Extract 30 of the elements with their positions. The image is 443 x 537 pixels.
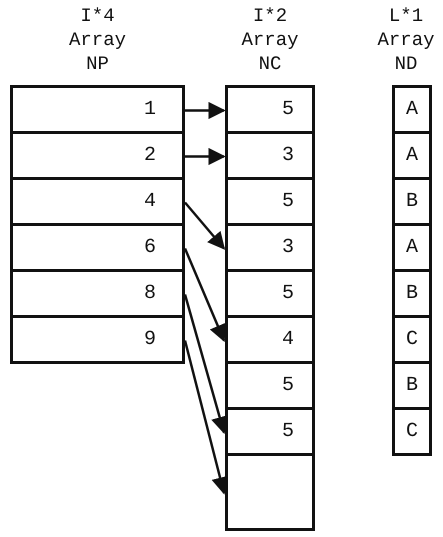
- arrow: [184, 248, 226, 342]
- array-cell: 4: [225, 315, 315, 364]
- array-heading: I*2 Array NC: [240, 4, 300, 76]
- arrow: [185, 148, 226, 166]
- array-cell: B: [392, 177, 432, 226]
- array-cell: 9: [10, 315, 185, 364]
- array-heading: I*4 Array NP: [68, 4, 127, 76]
- array-cell: 8: [10, 269, 185, 318]
- array-cell: B: [392, 269, 432, 318]
- array-cell: C: [392, 407, 432, 456]
- arrow: [185, 102, 226, 120]
- array-cell: 5: [225, 407, 315, 456]
- array-cell: 5: [225, 177, 315, 226]
- array-cell: B: [392, 361, 432, 410]
- array-cell: 4: [10, 177, 185, 226]
- array-cell: A: [392, 85, 432, 134]
- array-cell: 1: [10, 85, 185, 134]
- array-cell: 5: [225, 361, 315, 410]
- arrow: [184, 202, 226, 250]
- array-cell: 3: [225, 223, 315, 272]
- array-cell: 2: [10, 131, 185, 180]
- array-cell: 5: [225, 85, 315, 134]
- array-cell: 3: [225, 131, 315, 180]
- array-cell: 5: [225, 269, 315, 318]
- array-cell: A: [392, 131, 432, 180]
- array-cell: [225, 453, 315, 531]
- array-cell: C: [392, 315, 432, 364]
- array-cell: 6: [10, 223, 185, 272]
- array-cell: A: [392, 223, 432, 272]
- array-heading: L*1 Array ND: [376, 4, 436, 76]
